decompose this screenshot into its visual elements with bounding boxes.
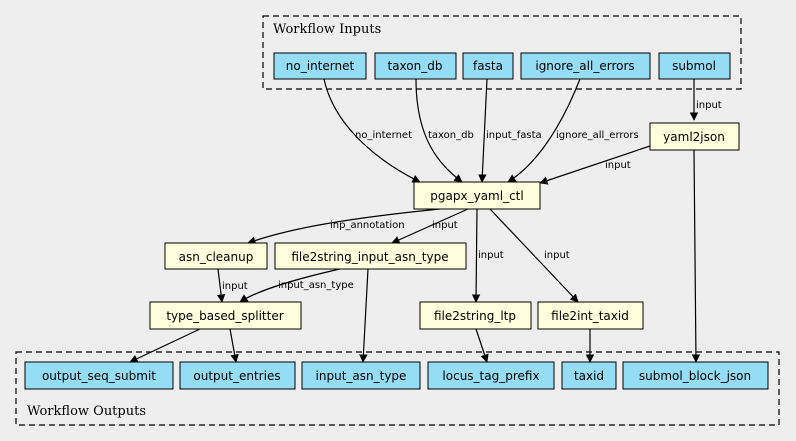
step-node-file2int-taxid[interactable]: file2int_taxid — [537, 301, 644, 330]
edge-label-asn-cleanup-splitter: input — [222, 281, 248, 292]
step-node-yaml2json[interactable]: yaml2json — [649, 122, 740, 151]
input-node-label: no_internet — [286, 59, 355, 73]
output-node-label: submol_block_json — [639, 369, 751, 383]
edge-yaml2json-submol-block — [691, 149, 701, 363]
input-node-label: fasta — [473, 59, 503, 73]
edge-pgapx-file2string — [391, 208, 469, 244]
edge-label-no-internet: no_internet — [355, 130, 412, 141]
edge-pgapx-asn-cleanup — [247, 208, 441, 245]
edge-ltp-locus-tag-prefix — [475, 328, 489, 363]
edge-fasta-pgapx — [478, 78, 488, 183]
edge-pgapx-ltp — [471, 208, 481, 303]
step-node-pgapx-yaml-ctl[interactable]: pgapx_yaml_ctl — [413, 181, 541, 210]
output-node-taxid[interactable]: taxid — [561, 361, 617, 390]
output-node-label: locus_tag_prefix — [442, 369, 539, 383]
edge-taxon-db-pgapx — [415, 78, 463, 183]
output-node-label: taxid — [574, 369, 604, 383]
output-node-output-entries[interactable]: output_entries — [179, 361, 296, 390]
output-node-label: output_entries — [193, 369, 280, 383]
step-node-type-based-splitter[interactable]: type_based_splitter — [149, 301, 302, 330]
step-node-label: pgapx_yaml_ctl — [430, 189, 523, 203]
edge-label-pgapx-ltp: input — [478, 250, 504, 261]
edge-label-pgapx-taxid: input — [544, 250, 570, 261]
step-node-asn-cleanup[interactable]: asn_cleanup — [164, 242, 268, 270]
input-node-label: submol — [672, 59, 716, 73]
step-node-label: asn_cleanup — [179, 250, 254, 264]
step-node-file2string-ltp[interactable]: file2string_ltp — [419, 301, 532, 330]
input-node-ignore-all-errors[interactable]: ignore_all_errors — [520, 52, 651, 80]
edge-yaml2json-pgapx — [539, 145, 651, 185]
edge-label-submol-yaml2json: input — [696, 100, 722, 111]
edge-label-taxon-db: taxon_db — [428, 130, 474, 141]
edge-no-internet-pgapx — [323, 78, 421, 183]
edge-splitter-output-entries — [229, 328, 239, 363]
output-node-label: input_asn_type — [316, 369, 407, 383]
edge-asn-cleanup-splitter — [216, 268, 226, 303]
workflow-outputs-cluster: Workflow Outputs — [15, 351, 780, 426]
edge-splitter-output-seq-submit — [129, 328, 201, 363]
step-node-file2string-input-asn-type[interactable]: file2string_input_asn_type — [274, 242, 467, 270]
output-node-locus-tag-prefix[interactable]: locus_tag_prefix — [427, 361, 555, 390]
edge-file2string-input-asn-type — [359, 268, 369, 363]
edge-label-ignore-all-errors: ignore_all_errors — [556, 130, 639, 141]
input-node-taxon-db[interactable]: taxon_db — [374, 52, 457, 80]
step-node-label: file2int_taxid — [551, 309, 629, 323]
edges: input no_internet taxon_db input_fasta i… — [129, 78, 722, 363]
output-node-output-seq-submit[interactable]: output_seq_submit — [24, 361, 174, 390]
step-node-label: file2string_ltp — [434, 309, 516, 323]
step-node-label: file2string_input_asn_type — [291, 250, 448, 264]
output-node-input-asn-type[interactable]: input_asn_type — [301, 361, 421, 390]
output-node-submol-block-json[interactable]: submol_block_json — [622, 361, 769, 390]
edge-label-input-asn-type: input_asn_type — [278, 280, 354, 291]
input-node-label: taxon_db — [388, 59, 443, 73]
input-node-submol[interactable]: submol — [658, 52, 731, 80]
edge-label-inp-annotation: inp_annotation — [330, 220, 405, 231]
input-node-label: ignore_all_errors — [535, 59, 634, 73]
workflow-outputs-title: Workflow Outputs — [27, 404, 146, 419]
step-node-label: type_based_splitter — [166, 309, 283, 323]
step-node-label: yaml2json — [663, 130, 725, 144]
input-node-fasta[interactable]: fasta — [462, 52, 514, 80]
edge-pgapx-taxid — [489, 208, 579, 303]
edge-file2string-splitter — [239, 268, 341, 303]
edge-ignore-pgapx — [507, 78, 581, 183]
output-node-label: output_seq_submit — [42, 369, 156, 383]
input-node-no-internet[interactable]: no_internet — [273, 52, 367, 80]
edge-label-yaml2json-pgapx: input — [605, 160, 631, 171]
workflow-inputs-title: Workflow Inputs — [273, 22, 381, 37]
edge-label-pgapx-file2string: input — [432, 220, 458, 231]
edge-label-input-fasta: input_fasta — [486, 130, 542, 141]
workflow-inputs-cluster: Workflow Inputs — [262, 15, 742, 90]
